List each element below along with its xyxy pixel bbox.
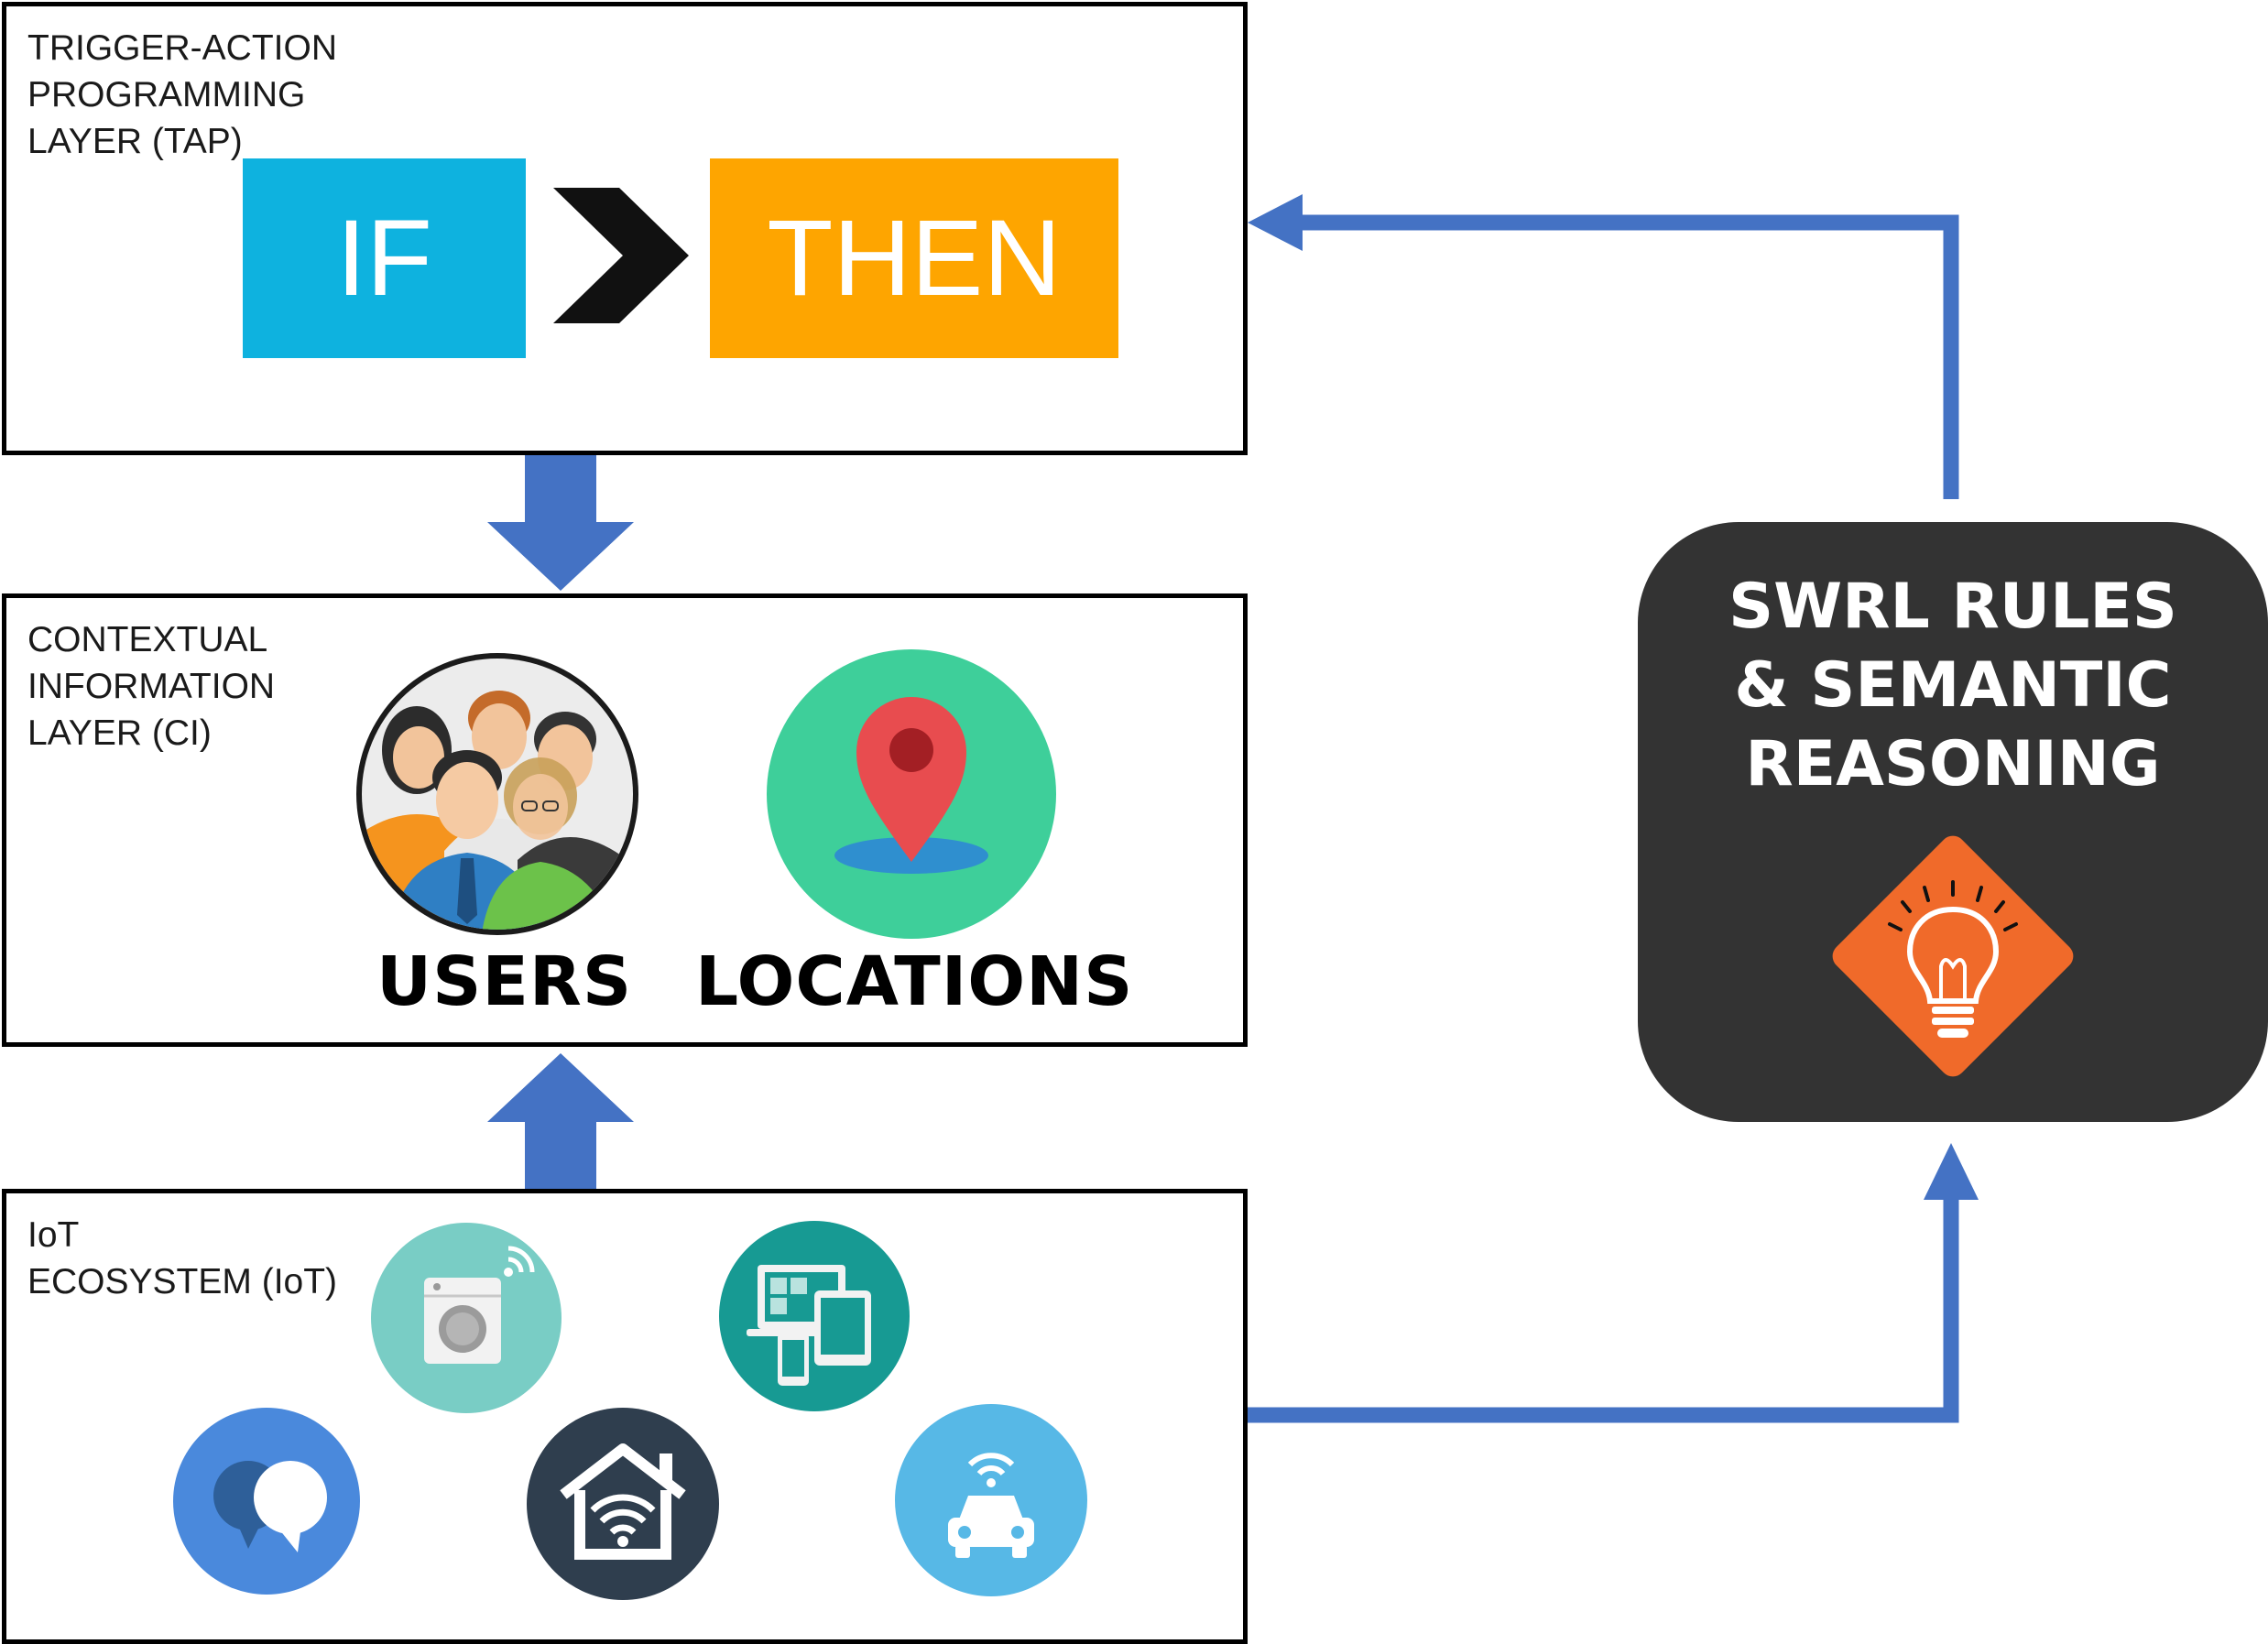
swrl-to-tap-connector	[1296, 214, 1959, 499]
chevron-right-icon	[553, 188, 689, 323]
swrl-to-tap-arrowhead	[1248, 194, 1303, 251]
tap-layer: TRIGGER-ACTION PROGRAMMING LAYER (TAP) I…	[2, 2, 1248, 455]
chat-bubbles-icon	[173, 1408, 360, 1595]
if-block: IF	[243, 158, 526, 358]
smart-home-icon	[527, 1408, 719, 1600]
iot-layer: IoT ECOSYSTEM (IoT)	[2, 1189, 1248, 1644]
swrl-reasoning-title: SWRL RULES & SEMANTIC REASONING	[1728, 571, 2177, 800]
users-label: USERS	[376, 942, 633, 1021]
ci-layer-label: CONTEXTUAL INFORMATION LAYER (CI)	[27, 620, 276, 753]
connected-car-icon	[895, 1404, 1087, 1596]
tap-layer-label: TRIGGER-ACTION PROGRAMMING LAYER (TAP)	[27, 28, 337, 161]
then-label: THEN	[767, 198, 1062, 319]
then-block: THEN	[710, 158, 1118, 358]
location-pin-icon	[767, 649, 1056, 939]
devices-icon	[719, 1221, 910, 1411]
lightbulb-icon	[1832, 835, 2074, 1077]
iot-to-ci-arrow	[487, 1053, 634, 1192]
iot-to-swrl-connector	[1246, 1200, 1959, 1423]
iot-to-swrl-arrowhead	[1924, 1143, 1979, 1200]
tap-to-ci-arrow	[487, 453, 634, 591]
ci-layer: CONTEXTUAL INFORMATION LAYER (CI)	[2, 593, 1248, 1047]
users-group-icon	[356, 653, 638, 935]
locations-label: LOCATIONS	[695, 942, 1134, 1021]
iot-layer-label: IoT ECOSYSTEM (IoT)	[27, 1215, 338, 1301]
swrl-reasoning-box: SWRL RULES & SEMANTIC REASONING	[1638, 522, 2268, 1122]
if-label: IF	[336, 198, 432, 319]
washing-machine-icon	[371, 1223, 562, 1413]
